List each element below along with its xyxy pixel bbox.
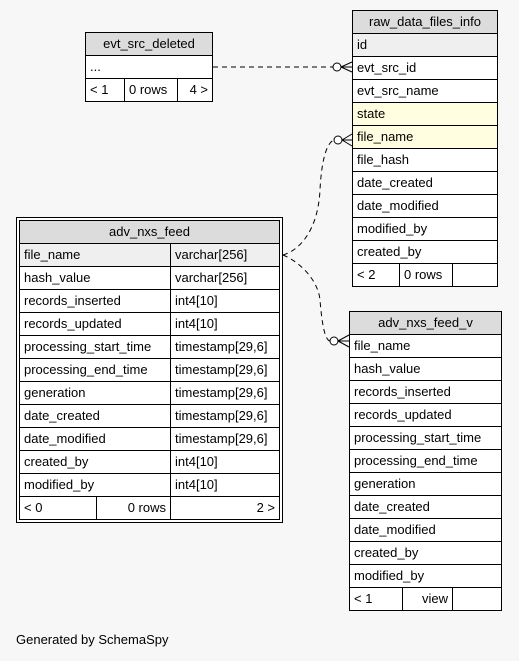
table-row: records_updated	[350, 404, 501, 427]
table-row: evt_src_name	[353, 80, 497, 103]
generated-by-note: Generated by SchemaSpy	[16, 632, 169, 647]
table-row: id	[353, 34, 497, 57]
table-row: evt_src_id	[353, 57, 497, 80]
table-row: processing_start_time	[350, 427, 501, 450]
table-row: date_modified	[353, 195, 497, 218]
table-title: adv_nxs_feed	[20, 221, 279, 244]
table-adv-nxs-feed-v[interactable]: adv_nxs_feed_v file_name hash_value reco…	[349, 311, 502, 611]
table-row: created_by	[353, 241, 497, 264]
table-raw-data-files-info[interactable]: raw_data_files_info id evt_src_id evt_sr…	[352, 10, 498, 287]
table-row: file_hash	[353, 149, 497, 172]
table-footer: < 1 0 rows 4 >	[86, 79, 212, 101]
table-row: date_created	[350, 496, 501, 519]
table-row: processing_end_time	[350, 450, 501, 473]
table-row: hash_value	[350, 358, 501, 381]
table-evt-src-deleted[interactable]: evt_src_deleted ... < 1 0 rows 4 >	[85, 32, 213, 102]
table-title: evt_src_deleted	[86, 33, 212, 56]
table-title: raw_data_files_info	[353, 11, 497, 34]
edge-file-name-view	[282, 254, 331, 342]
table-row: date_created	[353, 172, 497, 195]
table-footer: < 0 0 rows 2 >	[20, 497, 279, 519]
table-footer: < 1 view	[350, 588, 501, 610]
table-row: generation	[350, 473, 501, 496]
table-row: modified_by	[350, 565, 501, 588]
edge-file-name-raw	[282, 139, 336, 256]
table-row: file_name	[353, 126, 497, 149]
table-row: file_name	[350, 335, 501, 358]
edge-crowfoot-evt-src-id	[332, 62, 342, 72]
table-footer: < 2 0 rows	[353, 264, 497, 286]
table-row: records_inserted	[350, 381, 501, 404]
table-row: date_modified	[350, 519, 501, 542]
table-row: modified_by	[353, 218, 497, 241]
table-row: ...	[86, 56, 212, 79]
table-row: created_by	[350, 542, 501, 565]
table-row: state	[353, 103, 497, 126]
table-title: adv_nxs_feed_v	[350, 312, 501, 335]
